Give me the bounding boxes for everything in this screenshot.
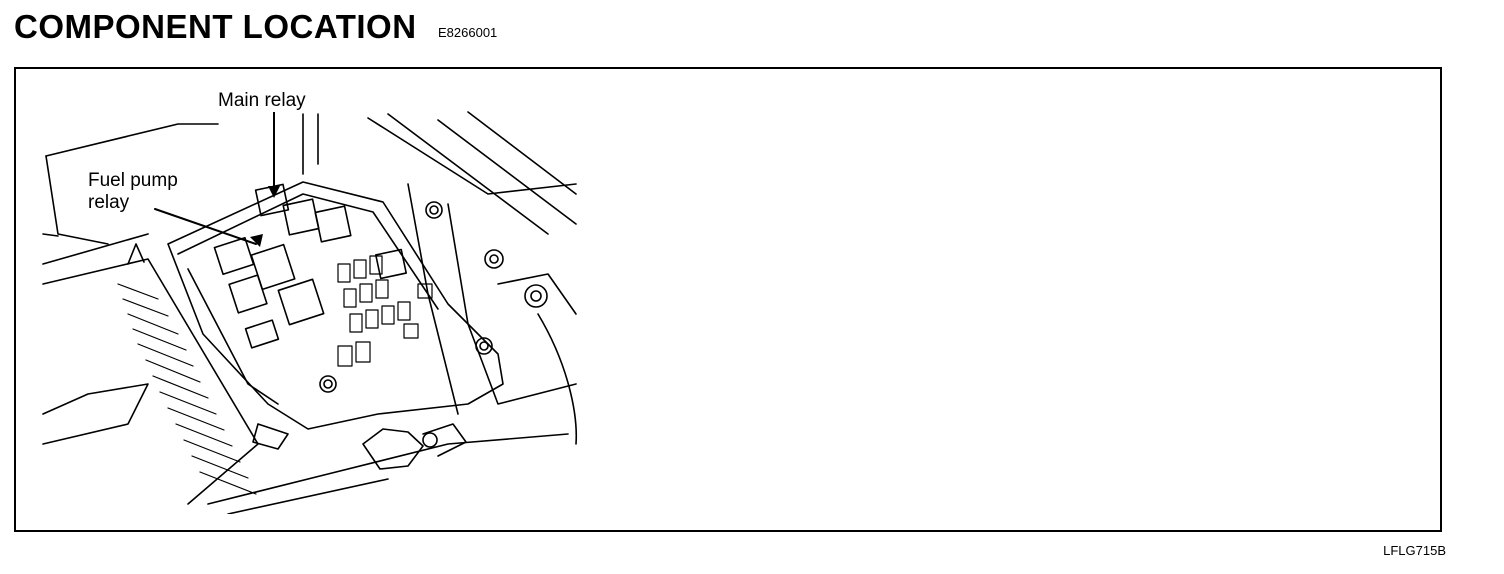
figure-code: LFLG715B bbox=[1383, 543, 1446, 558]
relay-box-illustration bbox=[42, 111, 578, 514]
main-relay-label: Main relay bbox=[218, 90, 306, 112]
fuel-pump-relay-label: Fuel pump relay bbox=[88, 170, 178, 213]
section-code: E8266001 bbox=[438, 25, 498, 40]
page-title: COMPONENT LOCATION bbox=[14, 8, 417, 45]
figure-frame bbox=[14, 67, 1442, 532]
